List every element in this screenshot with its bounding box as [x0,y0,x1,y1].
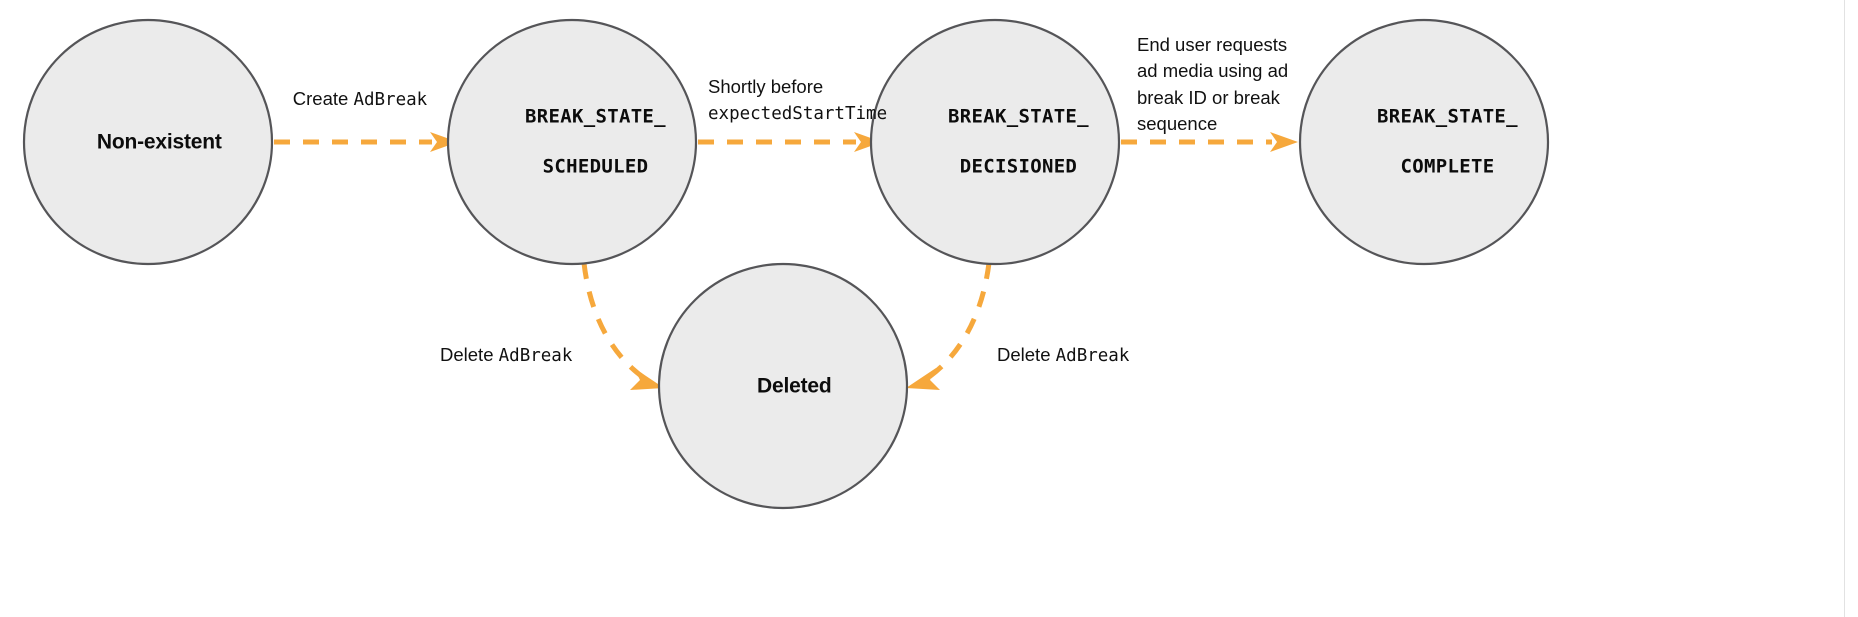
edge-delete-adbreak-from-scheduled [581,262,664,390]
edge-shortly-before-expected-start-time [698,132,882,152]
node-break-state-complete[interactable] [1298,18,1550,266]
edge-delete-adbreak-from-decisioned [906,262,992,390]
node-non-existent[interactable] [22,18,274,266]
node-break-state-scheduled[interactable] [446,18,698,266]
vertical-scrollbar[interactable] [1844,0,1858,617]
node-deleted[interactable] [657,262,909,510]
node-break-state-decisioned[interactable] [869,18,1121,266]
edge-end-user-requests-ad-media [1121,132,1298,152]
edge-create-adbreak [274,132,458,152]
